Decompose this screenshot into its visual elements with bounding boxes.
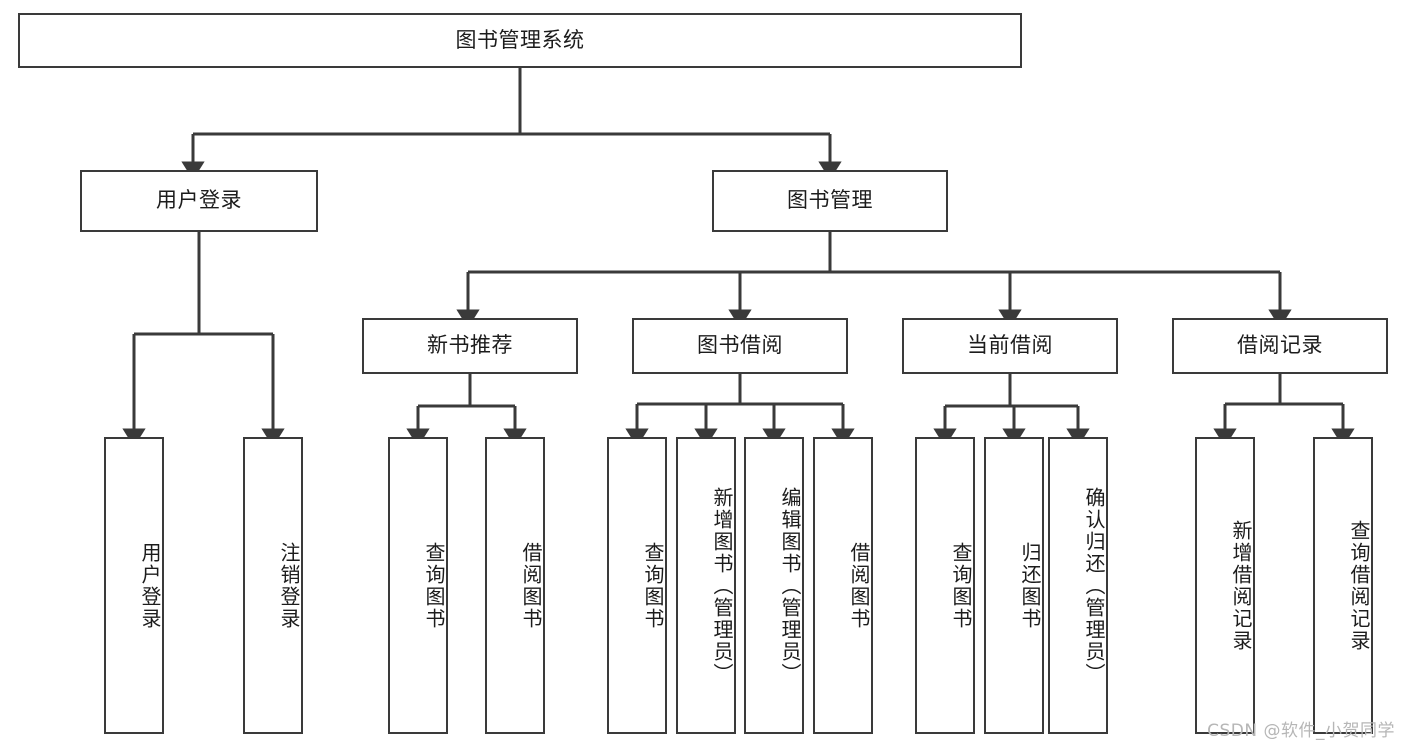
leaf-borrow-edit-book-label: 编辑图书（管理员） bbox=[778, 486, 802, 685]
leaf-newbook-query-book-label: 查询图书 bbox=[422, 541, 446, 630]
leaf-current-return-book[interactable]: 归还图书 bbox=[984, 437, 1044, 734]
leaf-user-login[interactable]: 用户登录 bbox=[104, 437, 164, 734]
leaf-borrow-add-book-label: 新增图书（管理员） bbox=[710, 486, 734, 685]
node-borrow-records[interactable]: 借阅记录 bbox=[1172, 318, 1388, 374]
leaf-borrow-query-book-label: 查询图书 bbox=[641, 541, 665, 630]
node-user-login-label: 用户登录 bbox=[156, 188, 242, 213]
leaf-current-confirm-return-label: 确认归还（管理员） bbox=[1082, 486, 1106, 685]
leaf-current-confirm-return[interactable]: 确认归还（管理员） bbox=[1048, 437, 1108, 734]
leaf-newbook-borrow-book[interactable]: 借阅图书 bbox=[485, 437, 545, 734]
node-current-borrow-label: 当前借阅 bbox=[967, 333, 1053, 358]
leaf-current-return-book-label: 归还图书 bbox=[1018, 541, 1042, 630]
node-book-borrow-label: 图书借阅 bbox=[697, 333, 783, 358]
leaf-user-login-label: 用户登录 bbox=[138, 541, 162, 630]
node-book-management[interactable]: 图书管理 bbox=[712, 170, 948, 232]
leaf-user-logout[interactable]: 注销登录 bbox=[243, 437, 303, 734]
leaf-records-query-record[interactable]: 查询借阅记录 bbox=[1313, 437, 1373, 734]
node-book-borrow[interactable]: 图书借阅 bbox=[632, 318, 848, 374]
node-root[interactable]: 图书管理系统 bbox=[18, 13, 1022, 68]
node-current-borrow[interactable]: 当前借阅 bbox=[902, 318, 1118, 374]
leaf-borrow-query-book[interactable]: 查询图书 bbox=[607, 437, 667, 734]
leaf-records-query-record-label: 查询借阅记录 bbox=[1347, 519, 1371, 652]
leaf-current-query-book-label: 查询图书 bbox=[949, 541, 973, 630]
leaf-records-add-record-label: 新增借阅记录 bbox=[1229, 519, 1253, 652]
node-user-login[interactable]: 用户登录 bbox=[80, 170, 318, 232]
node-new-book-recommend-label: 新书推荐 bbox=[427, 333, 513, 358]
leaf-borrow-lend-book[interactable]: 借阅图书 bbox=[813, 437, 873, 734]
leaf-user-logout-label: 注销登录 bbox=[277, 541, 301, 630]
leaf-borrow-lend-book-label: 借阅图书 bbox=[847, 541, 871, 630]
leaf-borrow-add-book[interactable]: 新增图书（管理员） bbox=[676, 437, 736, 734]
leaf-current-query-book[interactable]: 查询图书 bbox=[915, 437, 975, 734]
leaf-newbook-borrow-book-label: 借阅图书 bbox=[519, 541, 543, 630]
leaf-newbook-query-book[interactable]: 查询图书 bbox=[388, 437, 448, 734]
leaf-records-add-record[interactable]: 新增借阅记录 bbox=[1195, 437, 1255, 734]
node-new-book-recommend[interactable]: 新书推荐 bbox=[362, 318, 578, 374]
node-borrow-records-label: 借阅记录 bbox=[1237, 333, 1323, 358]
node-root-label: 图书管理系统 bbox=[455, 27, 585, 52]
csdn-watermark: CSDN @软件_小贺同学 bbox=[1207, 721, 1395, 741]
node-book-management-label: 图书管理 bbox=[787, 188, 873, 213]
leaf-borrow-edit-book[interactable]: 编辑图书（管理员） bbox=[744, 437, 804, 734]
